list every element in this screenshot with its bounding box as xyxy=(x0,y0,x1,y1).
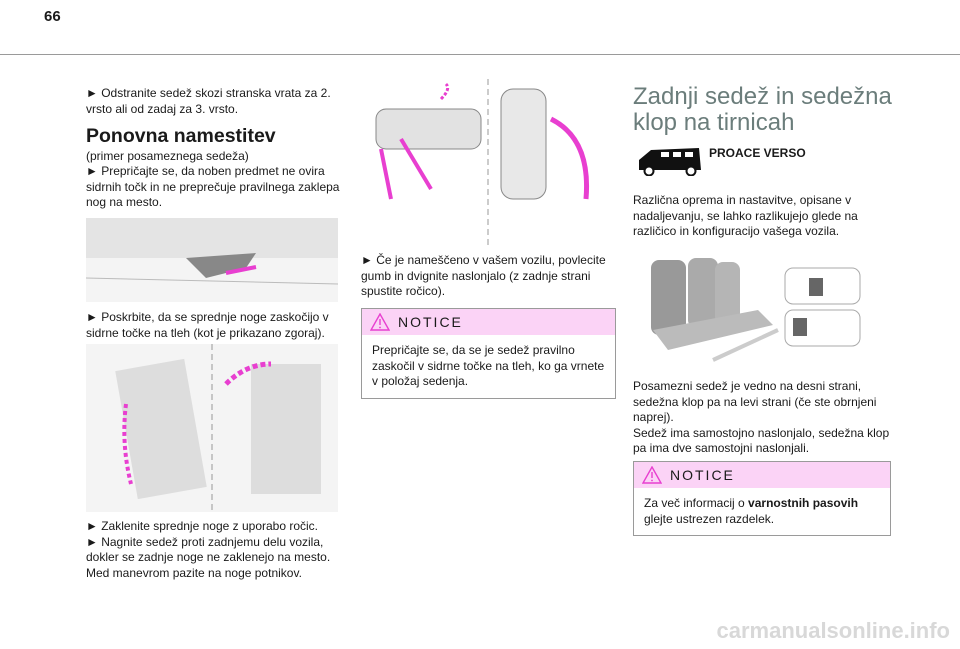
left-column: ► Odstranite sedež skozi stranska vrata … xyxy=(86,86,341,211)
section-heading: Ponovna namestitev xyxy=(86,125,276,147)
intro-text: Različna oprema in nastavitve, opisane v… xyxy=(633,193,858,238)
backrest-illustration xyxy=(361,79,614,248)
example-note: (primer posameznega sedeža) xyxy=(86,148,249,163)
seat-description: Posamezni sedež je vedno na desni strani… xyxy=(633,379,893,457)
instruction-backrest: ► Če je nameščeno v vašem vozilu, povlec… xyxy=(361,253,606,298)
watermark: carmanualsonline.info xyxy=(716,618,951,643)
van-icon xyxy=(639,148,701,176)
instruction-latch: ► Poskrbite, da se sprednje noge zaskoči… xyxy=(86,310,329,340)
warning-icon xyxy=(642,466,662,484)
warning-icon xyxy=(370,313,390,331)
notice-text: Prepričajte se, da se je sedež pravilno … xyxy=(372,343,605,388)
caution-feet: Med manevrom pazite na noge potnikov. xyxy=(86,565,302,580)
header-divider xyxy=(0,54,960,55)
instruction-lock: ► Zaklenite sprednje noge z uporabo roči… xyxy=(86,519,319,533)
instruction-remove: ► Odstranite sedež skozi stranska vrata … xyxy=(86,86,331,116)
notice-title: NOTICE xyxy=(670,467,735,483)
seat-tilt-illustration xyxy=(86,344,338,512)
rear-seats-illustration xyxy=(633,250,889,372)
notice-box-seatbelts: NOTICE Za več informacij o varnostnih pa… xyxy=(633,461,891,536)
backrest-text: Sedež ima samostojno naslonjalo, sedežna… xyxy=(633,425,890,456)
left-bottom-text: ► Zaklenite sprednje noge z uporabo roči… xyxy=(86,519,341,581)
page-number: 66 xyxy=(44,8,61,25)
notice-box: NOTICE Prepričajte se, da se je sedež pr… xyxy=(361,308,616,399)
seat-anchor-illustration xyxy=(86,218,338,302)
seat-position-text: Posamezni sedež je vedno na desni strani… xyxy=(633,379,877,424)
instruction-check: ► Prepričajte se, da noben predmet ne ov… xyxy=(86,164,340,209)
notice-text-start: Za več informacij o xyxy=(644,496,749,510)
notice-text-end: glejte ustrezen razdelek. xyxy=(644,511,775,526)
notice-text: Za več informacij o varnostnih pasovih g… xyxy=(634,488,890,535)
section-heading-rails: Zadnji sedež in sedežna klop na tirnicah xyxy=(633,83,892,136)
notice-title: NOTICE xyxy=(398,314,463,330)
instruction-tilt: ► Nagnite sedež proti zadnjemu delu vozi… xyxy=(86,534,331,565)
seatbelts-link-text: varnostnih pasovih xyxy=(748,496,859,510)
model-name: PROACE VERSO xyxy=(709,146,806,160)
